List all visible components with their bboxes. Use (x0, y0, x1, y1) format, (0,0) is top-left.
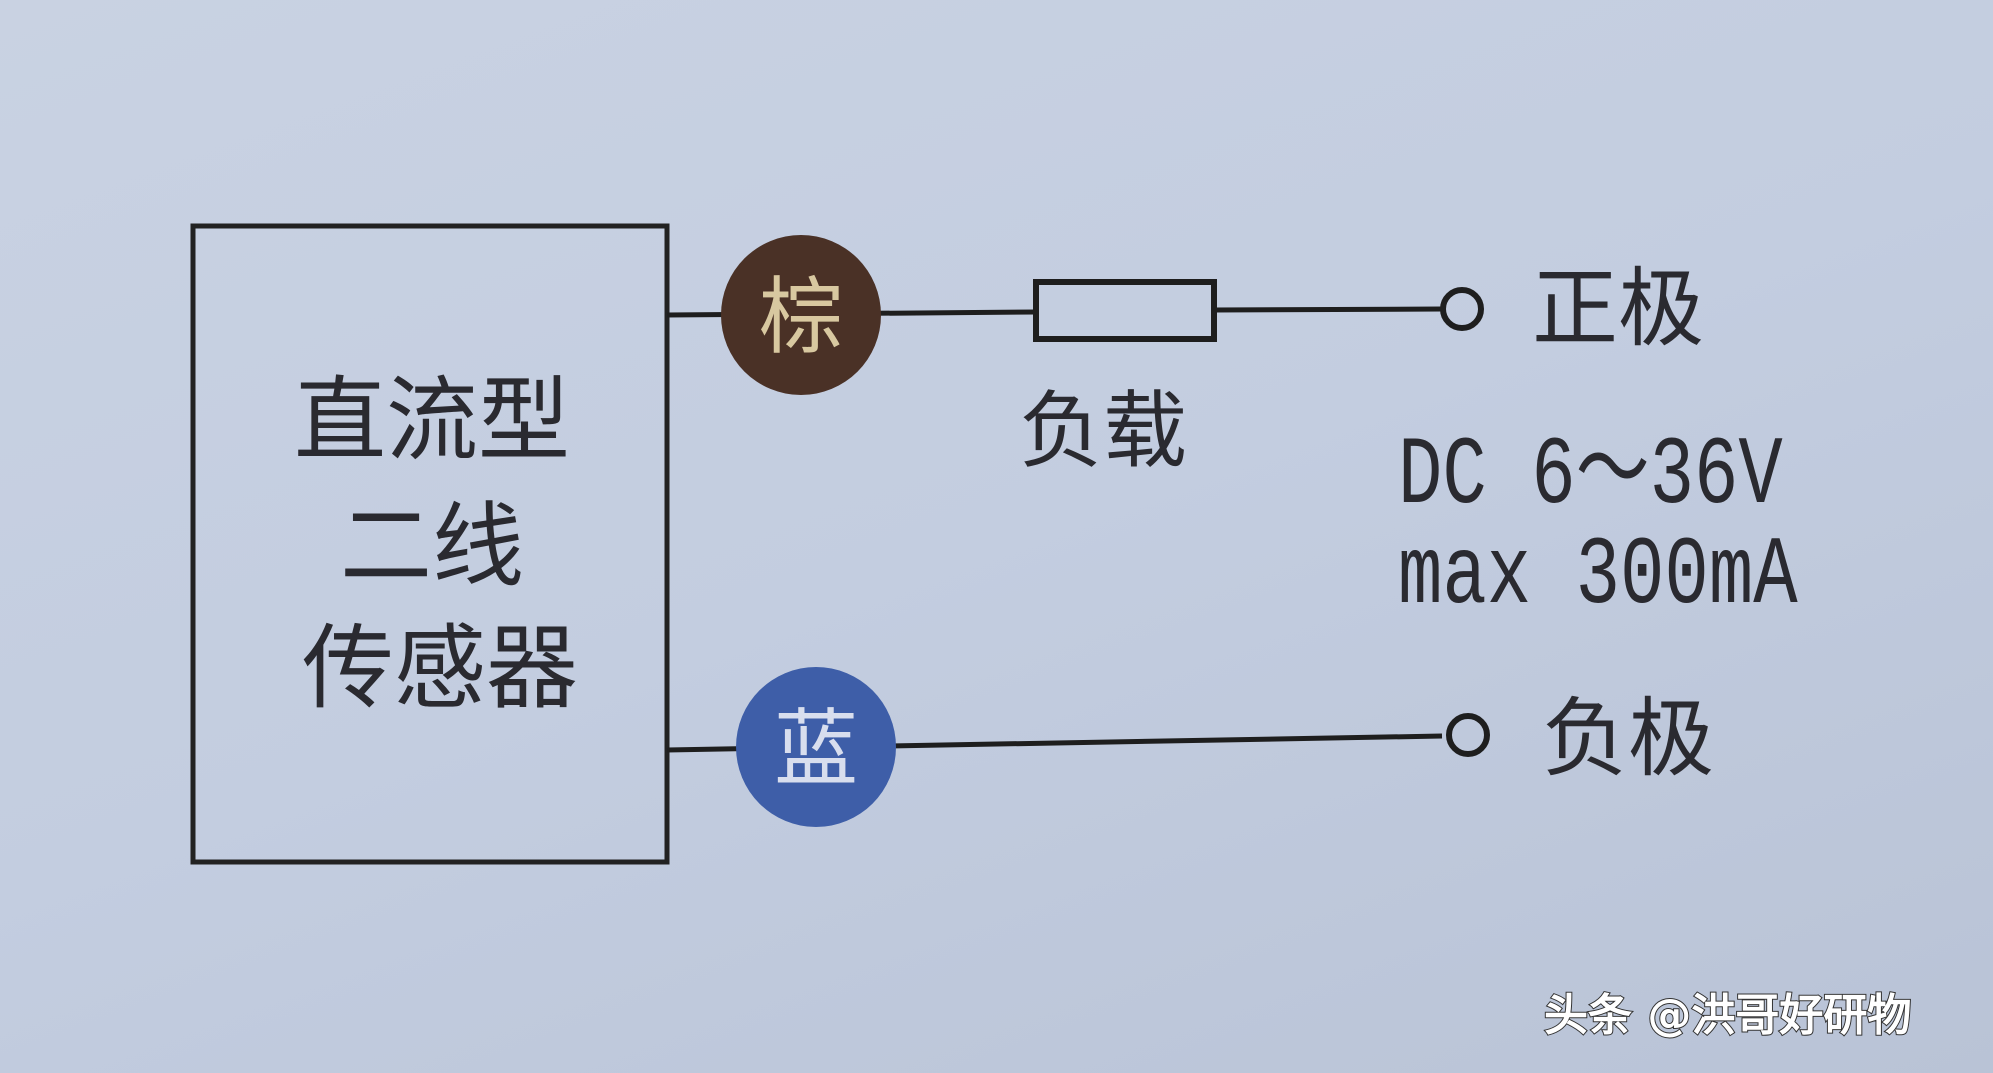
wire-top-right (1213, 306, 1443, 313)
load-resistor (1033, 279, 1217, 342)
sensor-label-line3: 传感器 (302, 615, 578, 722)
sensor-label-line2: 二线 (340, 493, 524, 600)
positive-label: 正极 (1532, 259, 1704, 359)
positive-terminal (1440, 287, 1484, 331)
blue-wire-badge (736, 667, 896, 827)
load-label: 负载 (1019, 382, 1187, 480)
brown-wire-badge (721, 235, 881, 395)
supply-voltage: DC 6～36V (1398, 422, 1783, 531)
blue-wire-label: 蓝 (774, 700, 858, 798)
watermark: 头条 @洪哥好研物 (1544, 990, 1911, 1041)
negative-terminal (1446, 713, 1490, 757)
supply-current: max 300mA (1398, 522, 1798, 631)
negative-label: 负极 (1542, 689, 1714, 789)
brown-wire-label: 棕 (759, 268, 843, 366)
sensor-label-line1: 直流型 (294, 367, 570, 474)
sensor-box (190, 223, 670, 865)
